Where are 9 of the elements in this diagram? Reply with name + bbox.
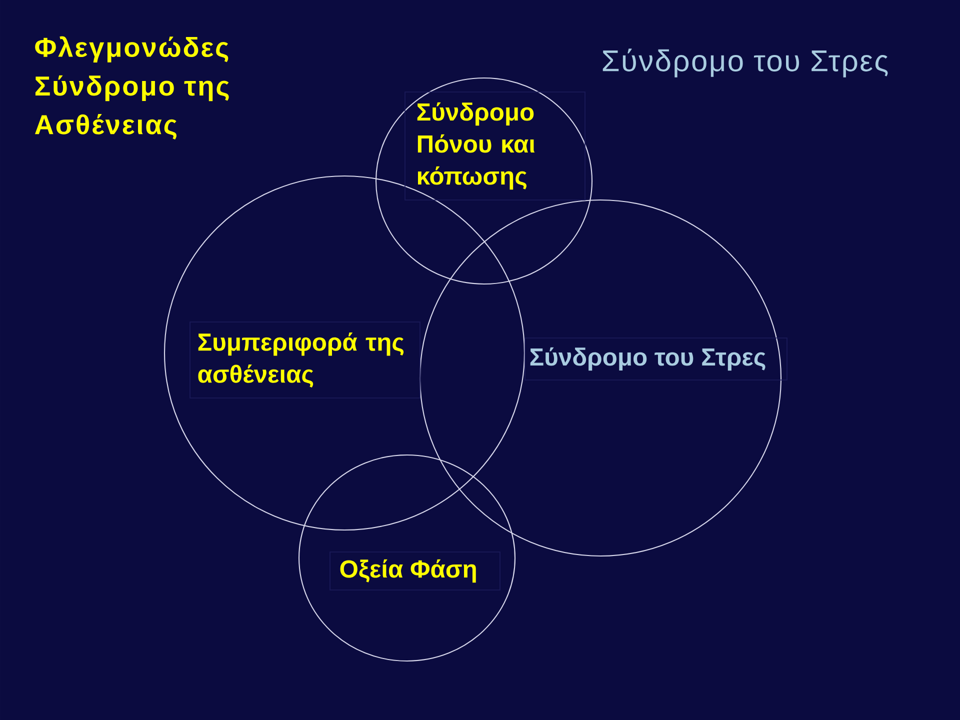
venn-circle: [375, 77, 593, 285]
heading: Φλεγμονώδες Σύνδρομο της Ασθένειας: [34, 36, 229, 140]
circle-label: Σύνδρομο του Στρες: [524, 338, 788, 380]
circle-label: Συμπεριφορά της ασθένειας: [190, 322, 420, 398]
circle-label: Οξεία Φάση: [330, 552, 500, 590]
venn-circle: [419, 199, 782, 557]
circle-label: Σύνδρομο Πόνου και κόπωσης: [404, 92, 586, 200]
heading: Σύνδρομο του Στρες: [602, 48, 888, 78]
venn-circle: [298, 454, 516, 662]
